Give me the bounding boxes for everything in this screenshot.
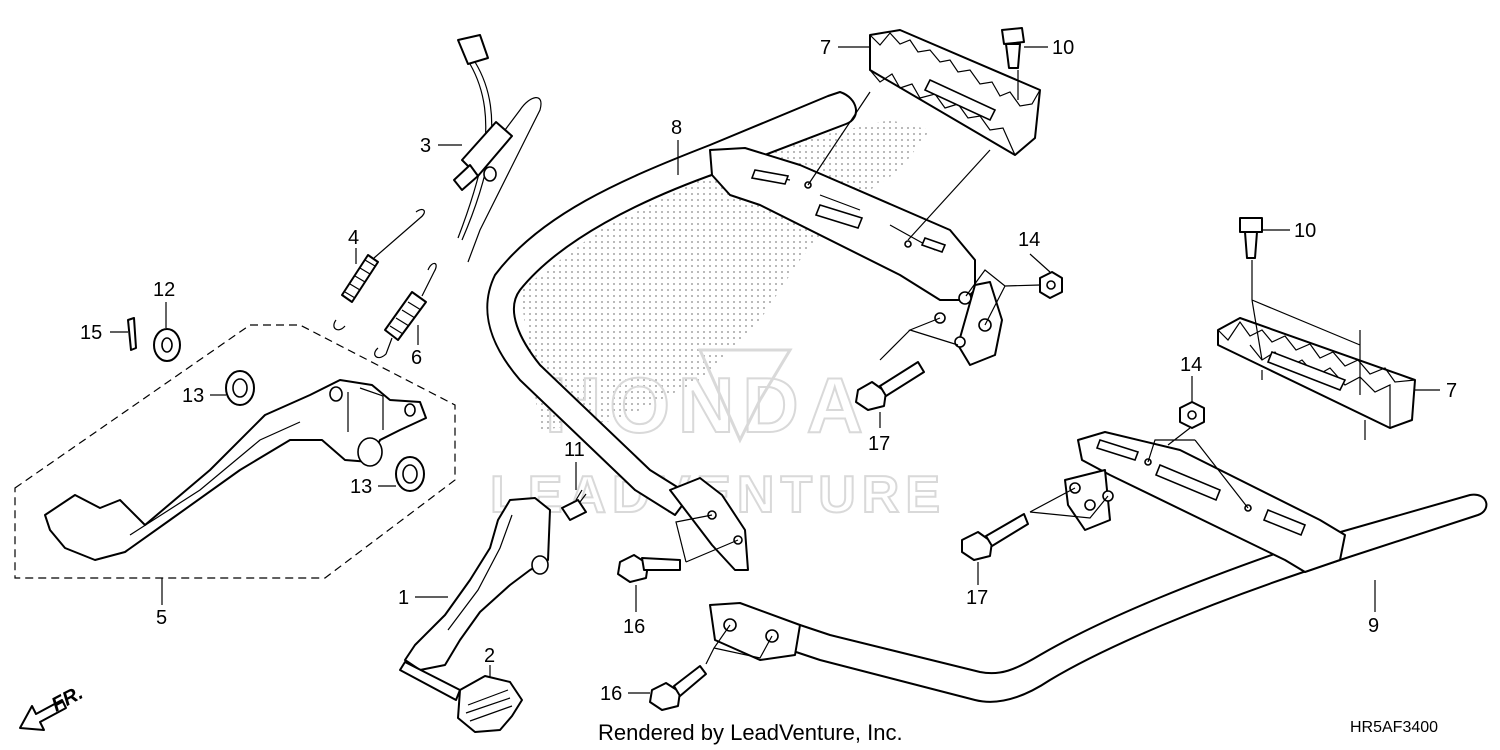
- bolt-17-lower: [961, 513, 1029, 561]
- bushing-13-lower: [395, 456, 425, 492]
- callout-4: 4: [348, 227, 359, 249]
- pedal-1: [399, 497, 551, 701]
- switch-3: [453, 34, 542, 263]
- callout-3: 3: [420, 135, 431, 157]
- callout-5: 5: [156, 607, 167, 629]
- step-bar-8: [486, 91, 1003, 571]
- pedal-rubber-2: [457, 675, 523, 733]
- footpeg-7-upper: [869, 29, 1041, 156]
- callout-17-lower: 17: [966, 587, 988, 609]
- bolt-16-upper: [617, 554, 681, 583]
- callout-13-upper: 13: [182, 385, 204, 407]
- washer-12: [153, 328, 181, 362]
- bolt-11: [561, 489, 587, 521]
- callout-8: 8: [671, 117, 682, 139]
- bushing-13-upper: [225, 370, 255, 406]
- callout-14-lower: 14: [1180, 354, 1202, 376]
- spring-4: [333, 208, 425, 331]
- cotter-pin-15: [127, 317, 137, 351]
- callout-7-lower: 7: [1446, 380, 1457, 402]
- assembly-guide-lines: [675, 70, 1366, 665]
- front-direction-arrow: [19, 699, 67, 731]
- render-credit: Rendered by LeadVenture, Inc.: [598, 720, 903, 745]
- callout-15: 15: [80, 322, 102, 344]
- bolt-10-upper: [1001, 27, 1025, 69]
- callout-17-upper: 17: [868, 433, 890, 455]
- bolt-10-lower: [1239, 217, 1263, 259]
- callout-11: 11: [564, 439, 585, 461]
- bolt-17-upper: [855, 361, 925, 411]
- callout-16-lower: 16: [600, 683, 622, 705]
- diagram-code: HR5AF3400: [1350, 719, 1438, 736]
- nut-14-lower: [1179, 401, 1205, 429]
- brake-pedal-5: [44, 379, 427, 561]
- callout-14-upper: 14: [1018, 229, 1040, 251]
- leader-lines: [110, 46, 1440, 694]
- callout-6: 6: [411, 347, 422, 369]
- callout-1: 1: [398, 587, 409, 609]
- callout-10-lower: 10: [1294, 220, 1316, 242]
- spring-6: [374, 262, 437, 359]
- callout-16-upper: 16: [623, 616, 645, 638]
- callout-12: 12: [153, 279, 175, 301]
- nut-14-upper: [1039, 271, 1063, 299]
- assembly-5-outline: [14, 324, 456, 579]
- callout-7-upper: 7: [820, 37, 831, 59]
- bolt-16-lower: [649, 665, 707, 711]
- callout-10-upper: 10: [1052, 37, 1074, 59]
- step-bar-9: [709, 431, 1488, 703]
- callout-2: 2: [484, 645, 495, 667]
- footpeg-7-lower: [1217, 317, 1416, 429]
- callout-13-lower: 13: [350, 476, 372, 498]
- callout-9: 9: [1368, 615, 1379, 637]
